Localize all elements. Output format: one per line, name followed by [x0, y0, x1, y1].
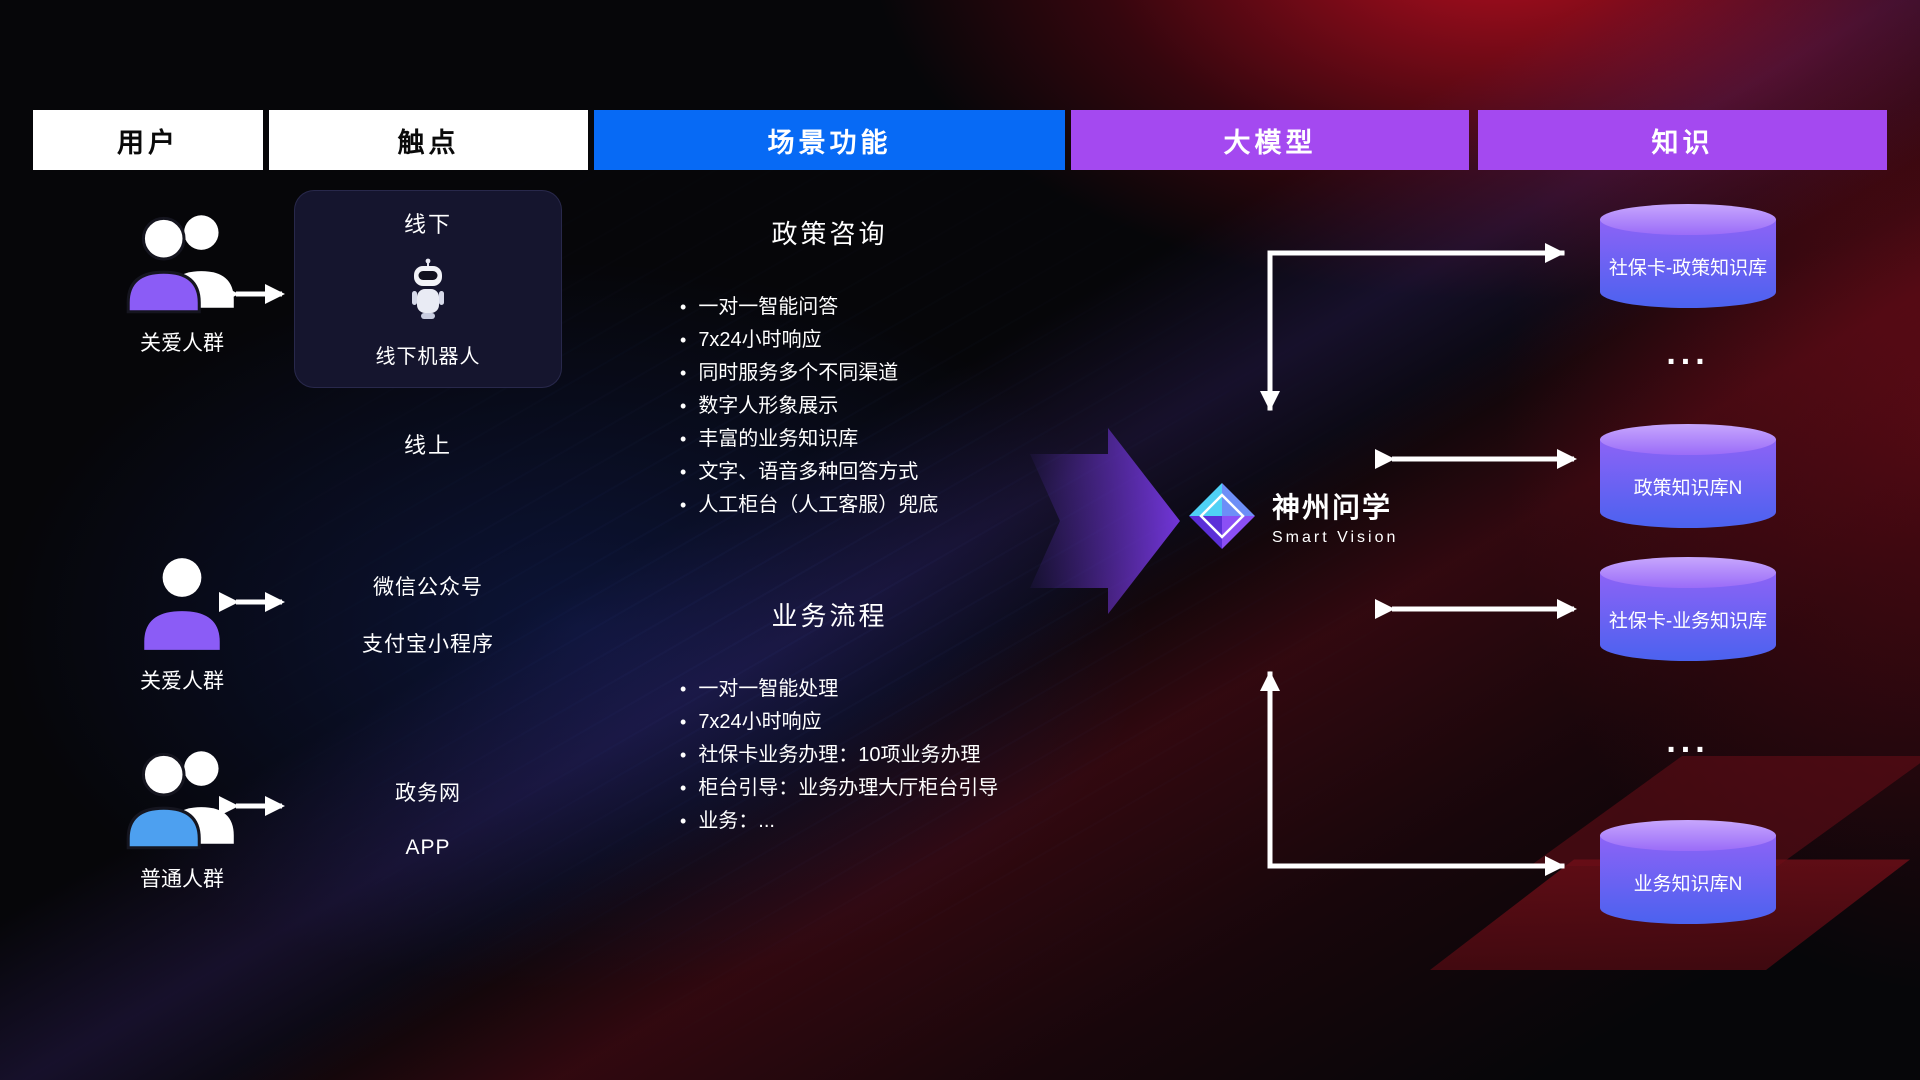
column-header-large-model: 大模型: [1071, 110, 1469, 170]
feature-item: 柜台引导：业务办理大厅柜台引导: [680, 772, 1065, 805]
robot-icon: [412, 258, 444, 319]
knowledge-db-label: 业务知识库N: [1633, 874, 1743, 896]
user-group-care-1: 关爱人群: [92, 206, 272, 357]
offline-title: 线下: [403, 212, 452, 237]
feature-item: 社保卡业务办理：10项业务办理: [680, 739, 1065, 772]
database-cylinder: 政策知识库N: [1600, 424, 1776, 528]
knowledge-db-label: 政策知识库N: [1633, 478, 1743, 500]
smart-vision-logo: 神州问学 Smart Vision: [1186, 480, 1398, 552]
column-header-scenario-functions: 场景功能: [594, 110, 1065, 170]
online-label: 线上: [403, 433, 452, 458]
feature-item: 一对一智能处理: [680, 673, 1065, 706]
knowledge-ellipsis: ...: [1666, 334, 1710, 372]
feature-item: 一对一智能问答: [680, 291, 1065, 324]
group-users-icon: [126, 751, 234, 850]
section-title: 政策咨询: [771, 219, 888, 249]
database-cylinder: 业务知识库N: [1600, 820, 1776, 924]
model-subtitle: Smart Vision: [1272, 528, 1399, 546]
channel-alipay: 支付宝小程序: [362, 633, 494, 656]
cylinder-top: [1600, 820, 1776, 851]
user-group-care-2: 关爱人群: [92, 552, 272, 695]
knowledge-ellipsis: ...: [1666, 722, 1710, 760]
offline-robot-caption: 线下机器人: [375, 346, 481, 368]
model-name: 神州问学: [1272, 491, 1393, 523]
feature-item: 7x24小时响应: [680, 324, 1065, 357]
knowledge-db-label: 社保卡-业务知识库: [1608, 611, 1768, 633]
offline-robot-card: 线下 线下机器人: [294, 190, 562, 388]
feature-item: 文字、语音多种回答方式: [680, 456, 1065, 489]
feature-item: 7x24小时响应: [680, 706, 1065, 739]
diamond-logo-icon: [1189, 483, 1255, 549]
cylinder-top: [1600, 557, 1776, 588]
user-group-general: 普通人群: [92, 742, 272, 893]
column-header-knowledge: 知识: [1478, 110, 1887, 170]
feature-item: 人工柜台（人工客服）兜底: [680, 489, 1065, 522]
column-header-touchpoints: 触点: [269, 110, 588, 170]
knowledge-db-label: 社保卡-政策知识库: [1608, 258, 1768, 280]
feature-list: 一对一智能问答 7x24小时响应 同时服务多个不同渠道 数字人形象展示 丰富的业…: [594, 291, 1065, 522]
feature-list: 一对一智能处理 7x24小时响应 社保卡业务办理：10项业务办理 柜台引导：业务…: [594, 673, 1065, 838]
single-user-icon: [144, 558, 220, 650]
feature-item: 业务：...: [680, 805, 1065, 838]
feature-item: 同时服务多个不同渠道: [680, 357, 1065, 390]
user-group-label: 关爱人群: [140, 332, 224, 355]
group-users-icon: [126, 215, 234, 314]
section-title: 业务流程: [771, 601, 888, 631]
user-group-label: 关爱人群: [140, 670, 224, 693]
business-process-section: 业务流程 一对一智能处理 7x24小时响应 社保卡业务办理：10项业务办理 柜台…: [594, 596, 1065, 838]
cylinder-top: [1600, 424, 1776, 455]
channel-wechat: 微信公众号: [373, 576, 483, 599]
channel-app: APP: [405, 836, 451, 859]
feature-item: 丰富的业务知识库: [680, 423, 1065, 456]
database-cylinder: 社保卡-业务知识库: [1600, 557, 1776, 661]
feature-item: 数字人形象展示: [680, 390, 1065, 423]
database-cylinder: 社保卡-政策知识库: [1600, 204, 1776, 308]
channel-gov-portal: 政务网: [395, 782, 461, 805]
cylinder-top: [1600, 204, 1776, 235]
logo-text: 神州问学 Smart Vision: [1272, 486, 1398, 547]
user-group-label: 普通人群: [140, 868, 224, 891]
policy-consultation-section: 政策咨询 一对一智能问答 7x24小时响应 同时服务多个不同渠道 数字人形象展示…: [594, 214, 1065, 522]
column-header-users: 用户: [33, 110, 263, 170]
